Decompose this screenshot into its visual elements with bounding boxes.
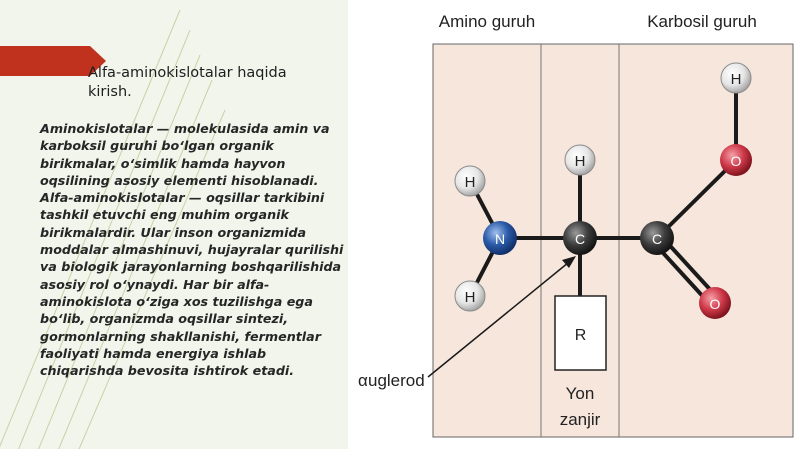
- slide-subtitle: Alfa-aminokislotalar haqida kirish.: [88, 65, 287, 100]
- svg-text:O: O: [731, 153, 742, 169]
- alpha-symbol: α: [358, 371, 368, 390]
- carboxyl-group-header: Karbosil guruh: [647, 12, 757, 31]
- svg-text:O: O: [710, 296, 721, 312]
- svg-text:C: C: [575, 231, 585, 247]
- svg-text:N: N: [495, 231, 505, 247]
- amino-acid-diagram: Amino guruh Karbosil guruh R H H H H N: [358, 12, 794, 438]
- decorative-lines: [0, 9, 226, 449]
- nitrogen-atom: N: [483, 221, 517, 255]
- side-chain-label-line1: Yon: [566, 384, 595, 403]
- side-chain-label-line2: zanjir: [560, 410, 601, 429]
- oxygen-atom-double-bond: O: [699, 287, 731, 319]
- alpha-carbon-arrow: [427, 257, 575, 378]
- svg-text:H: H: [465, 289, 476, 306]
- slide-body-text: Aminokislotalar — molekulasida amin va k…: [40, 121, 344, 379]
- hydrogen-atom-alpha: H: [564, 144, 596, 176]
- r-group-label: R: [575, 327, 587, 344]
- alpha-carbon-atom: C: [563, 221, 597, 255]
- oxygen-atom-hydroxyl: O: [720, 144, 752, 176]
- side-chain-r-box: [554, 295, 607, 371]
- alpha-carbon-arrowhead: [562, 256, 576, 268]
- bond-c-o-hydroxyl: [655, 158, 738, 240]
- svg-text:H: H: [465, 174, 476, 191]
- hydrogen-atom-hydroxyl: H: [720, 62, 752, 94]
- accent-bar: [0, 46, 106, 76]
- hydrogen-atom-top-left: H: [454, 165, 486, 197]
- alpha-carbon-label: uglerod: [368, 371, 425, 390]
- amino-group-header: Amino guruh: [439, 12, 535, 31]
- hydrogen-atom-bottom-left: H: [454, 280, 486, 312]
- svg-text:H: H: [731, 71, 742, 88]
- svg-text:H: H: [575, 153, 586, 170]
- carboxyl-carbon-atom: C: [640, 221, 674, 255]
- text-panel: Alfa-aminokislotalar haqida kirish. Amin…: [0, 0, 348, 449]
- svg-text:C: C: [652, 231, 662, 247]
